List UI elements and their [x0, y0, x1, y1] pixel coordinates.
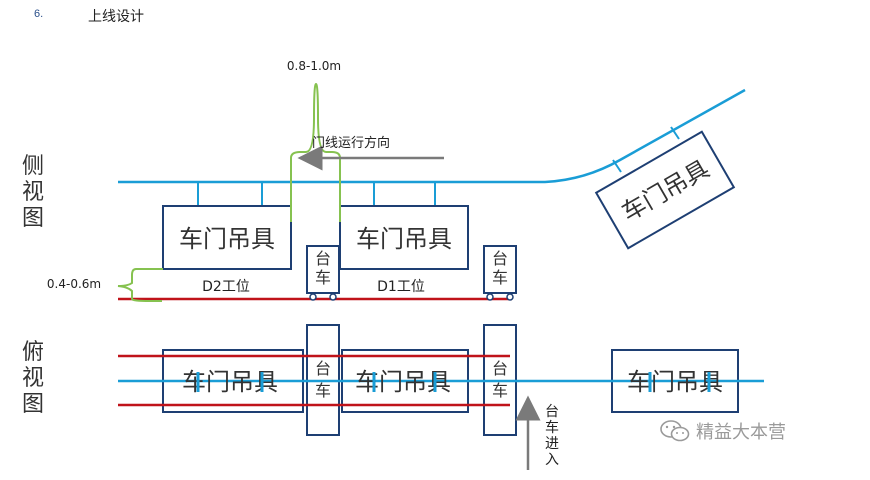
section-number: 6. [34, 8, 44, 20]
station-label-d2: D2工位 [202, 279, 250, 295]
top-hanger-label-2: 车门吊具 [355, 368, 451, 396]
cart-entry-label-4: 入 [545, 452, 559, 468]
side-hanger-box-d1 [339, 205, 469, 270]
watermark: 精益大本营 [660, 418, 786, 444]
cart-entry-label-3: 进 [545, 436, 559, 452]
side-cart-2-wheel [506, 293, 514, 301]
height-label-bottom: 0.4-0.6m [47, 277, 101, 291]
top-hanger-label-1: 车门吊具 [182, 368, 278, 396]
side-view-label: 侧视图 [22, 154, 45, 231]
side-cart-2-label-b: 车 [492, 268, 508, 287]
side-cart-1-label-a: 台 [315, 249, 331, 268]
side-cart-1 [306, 245, 340, 294]
side-cart-1-label-b: 车 [315, 268, 331, 287]
top-cart-2-label-a: 台 [492, 359, 508, 378]
watermark-text: 精益大本营 [696, 422, 786, 443]
top-hanger-marks [196, 372, 711, 392]
top-cart-1-label-b: 车 [315, 381, 331, 400]
top-hanger-label-3: 车门吊具 [627, 368, 723, 396]
side-hanger-box-d2 [162, 205, 292, 270]
side-cart-2-label-a: 台 [492, 249, 508, 268]
cart-entry-label-1: 台 [545, 404, 559, 420]
section-title: 上线设计 [88, 9, 144, 25]
height-bracket-bottom [117, 268, 163, 302]
top-cart-2-label-b: 车 [492, 381, 508, 400]
top-cart-1-label-a: 台 [315, 359, 331, 378]
side-hanger-label-d2: 车门吊具 [179, 225, 275, 253]
tilted-hanger-box [594, 130, 736, 250]
side-cart-2 [483, 245, 517, 294]
station-label-d1: D1工位 [377, 279, 425, 295]
cart-entry-label-2: 车 [545, 419, 559, 436]
side-cart-2-wheel [486, 293, 494, 301]
side-conveyor-line [118, 88, 746, 184]
height-bracket-top [290, 82, 341, 222]
wechat-icon [660, 420, 690, 442]
height-label-top: 0.8-1.0m [287, 59, 341, 73]
side-cart-1-wheel [329, 293, 337, 301]
side-cart-1-wheel [309, 293, 317, 301]
top-view-label: 俯视图 [22, 340, 45, 417]
side-hanger-label-d1: 车门吊具 [356, 225, 452, 253]
direction-label: 门线运行方向 [312, 135, 390, 151]
side-hanger-drops [197, 126, 680, 206]
